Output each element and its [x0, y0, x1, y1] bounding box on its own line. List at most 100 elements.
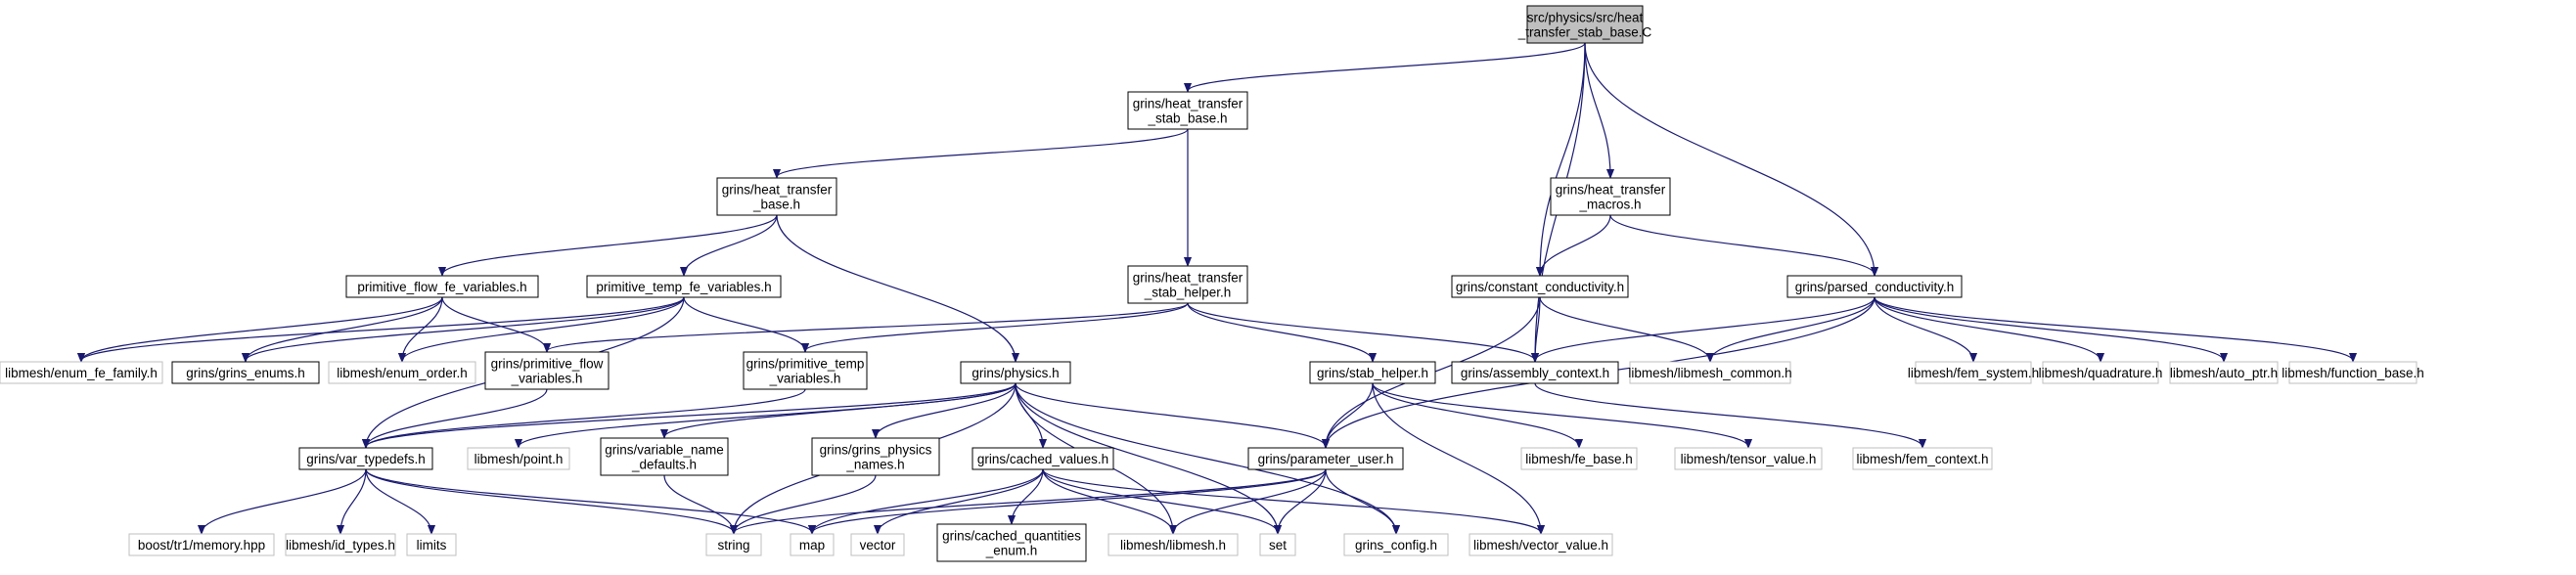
node-var-name-defaults[interactable]: grins/variable_name_defaults.h	[600, 437, 729, 476]
node-limits-box	[406, 533, 457, 556]
node-ht-stab-helper[interactable]: grins/heat_transfer_stab_helper.h	[1127, 265, 1248, 304]
node-id-types-label-0: libmesh/id_types.h	[286, 538, 395, 553]
edge-ht-stab-helper-to-stab-helper	[1187, 302, 1373, 361]
node-parsed-cond[interactable]: grins/parsed_conductivity.h	[1786, 275, 1963, 298]
node-ht-base[interactable]: grins/heat_transfer_base.h	[716, 177, 837, 216]
node-stab-helper[interactable]: grins/stab_helper.h	[1309, 361, 1436, 384]
node-grins-config-box	[1343, 533, 1449, 556]
node-hts-base[interactable]: grins/heat_transfer_stab_base.h	[1127, 91, 1248, 130]
node-fe-base-label-0: libmesh/fe_base.h	[1525, 452, 1633, 466]
node-ht-macros[interactable]: grins/heat_transfer_macros.h	[1550, 177, 1671, 216]
node-function-base: libmesh/function_base.h	[2282, 361, 2424, 384]
edge-root-to-parsed-cond	[1584, 42, 1875, 275]
node-cached-values-label-0: grins/cached_values.h	[977, 452, 1108, 466]
node-physics[interactable]: grins/physics.h	[960, 361, 1071, 384]
edge-physics-to-var-typedefs	[366, 382, 1017, 447]
node-prim-temp-vars-label-0: grins/primitive_temp	[746, 357, 865, 372]
edge-pflow-fe-to-enum-fe-family	[81, 296, 443, 361]
node-fe-base-box	[1520, 447, 1638, 470]
node-prim-temp-vars-box	[743, 351, 868, 390]
node-assembly-ctx-box	[1451, 361, 1619, 384]
node-function-base-box	[2288, 361, 2418, 384]
node-ht-macros-label-0: grins/heat_transfer	[1556, 183, 1666, 198]
node-pflow-fe[interactable]: primitive_flow_fe_variables.h	[345, 275, 539, 298]
edge-root-to-hts-base	[1188, 42, 1586, 91]
edge-physics-to-set	[1015, 382, 1278, 533]
node-point: libmesh/point.h	[467, 447, 570, 470]
edge-cached-values-to-cached-quantities	[1012, 468, 1044, 523]
node-var-typedefs[interactable]: grins/var_typedefs.h	[298, 447, 433, 470]
node-boost-memory-label-0: boost/tr1/memory.hpp	[138, 538, 265, 553]
node-cached-values-box	[972, 447, 1114, 470]
node-assembly-ctx-label-0: grins/assembly_context.h	[1461, 366, 1609, 380]
node-string-box	[705, 533, 762, 556]
node-ht-base-label-0: grins/heat_transfer	[722, 183, 833, 198]
node-quadrature-box	[2042, 361, 2159, 384]
edge-parsed-cond-to-function-base	[1874, 296, 2353, 361]
node-cached-values[interactable]: grins/cached_values.h	[972, 447, 1114, 470]
edge-pflow-fe-to-grins-enums	[246, 296, 443, 361]
node-ht-stab-helper-label-0: grins/heat_transfer	[1133, 271, 1243, 286]
node-grins-config: grins_config.h	[1343, 533, 1449, 556]
node-ht-stab-helper-label-1: _stab_helper.h	[1144, 286, 1232, 300]
node-id-types-box	[285, 533, 396, 556]
node-grins-enums-label-0: grins/grins_enums.h	[186, 366, 305, 380]
node-fe-base: libmesh/fe_base.h	[1520, 447, 1638, 470]
node-fem-context: libmesh/fem_context.h	[1852, 447, 1993, 470]
node-tensor-value-box	[1674, 447, 1823, 470]
node-prim-temp-vars-label-1: _variables.h	[769, 372, 841, 386]
node-enum-order: libmesh/enum_order.h	[328, 361, 476, 384]
node-ht-base-box	[716, 177, 837, 216]
edge-var-typedefs-to-string	[365, 468, 734, 533]
edge-parameter-user-to-map	[812, 468, 1327, 533]
edge-assembly-ctx-to-fem-context	[1534, 382, 1922, 447]
node-libmesh-common: libmesh/libmesh_common.h	[1628, 361, 1792, 384]
edge-parsed-cond-to-quadrature	[1874, 296, 2101, 361]
node-map: map	[790, 533, 835, 556]
edge-parameter-user-to-set	[1278, 468, 1327, 533]
node-cached-quantities[interactable]: grins/cached_quantities_enum.h	[936, 523, 1087, 562]
edge-physics-to-physics-names	[876, 382, 1017, 437]
node-parameter-user[interactable]: grins/parameter_user.h	[1247, 447, 1404, 470]
node-libmesh-common-label-0: libmesh/libmesh_common.h	[1628, 366, 1791, 380]
node-ptemp-fe-label-0: primitive_temp_fe_variables.h	[596, 280, 771, 294]
node-prim-flow-vars-label-1: _variables.h	[511, 372, 583, 386]
node-const-cond-box	[1451, 275, 1629, 298]
node-prim-temp-vars[interactable]: grins/primitive_temp_variables.h	[743, 351, 868, 390]
node-enum-order-label-0: libmesh/enum_order.h	[337, 366, 468, 380]
node-parameter-user-box	[1247, 447, 1404, 470]
edge-stab-helper-to-vector-value	[1372, 382, 1541, 533]
edge-ptemp-fe-to-enum-order	[402, 296, 685, 361]
node-const-cond[interactable]: grins/constant_conductivity.h	[1451, 275, 1629, 298]
node-vector-label-0: vector	[860, 538, 896, 553]
node-set-box	[1259, 533, 1296, 556]
edge-var-name-defaults-to-string	[663, 474, 734, 533]
node-physics-names[interactable]: grins/grins_physics_names.h	[811, 437, 940, 476]
node-point-label-0: libmesh/point.h	[475, 452, 564, 466]
node-var-name-defaults-box	[600, 437, 729, 476]
node-boost-memory-box	[128, 533, 275, 556]
node-root[interactable]: src/physics/src/heat_transfer_stab_base.…	[1517, 5, 1652, 44]
edge-ht-macros-to-parsed-cond	[1609, 214, 1875, 275]
node-parsed-cond-box	[1786, 275, 1963, 298]
edge-ptemp-fe-to-enum-fe-family	[81, 296, 685, 361]
edge-ht-stab-helper-to-prim-flow-vars	[547, 302, 1189, 351]
node-pflow-fe-box	[345, 275, 539, 298]
node-var-typedefs-box	[298, 447, 433, 470]
node-prim-flow-vars[interactable]: grins/primitive_flow_variables.h	[484, 351, 610, 390]
edge-layer	[81, 42, 2353, 533]
node-assembly-ctx[interactable]: grins/assembly_context.h	[1451, 361, 1619, 384]
node-quadrature-label-0: libmesh/quadrature.h	[2039, 366, 2163, 380]
node-var-name-defaults-label-1: _defaults.h	[631, 458, 697, 472]
node-ht-macros-label-1: _macros.h	[1578, 198, 1641, 212]
edge-pflow-fe-to-enum-order	[402, 296, 443, 361]
node-string-label-0: string	[717, 538, 749, 553]
node-root-label-0: src/physics/src/heat	[1527, 11, 1644, 25]
node-ht-base-label-1: _base.h	[752, 198, 800, 212]
node-physics-label-0: grins/physics.h	[972, 366, 1059, 380]
node-ptemp-fe[interactable]: primitive_temp_fe_variables.h	[586, 275, 782, 298]
node-grins-enums[interactable]: grins/grins_enums.h	[171, 361, 320, 384]
node-physics-names-label-1: _names.h	[845, 458, 904, 472]
node-const-cond-label-0: grins/constant_conductivity.h	[1456, 280, 1624, 294]
